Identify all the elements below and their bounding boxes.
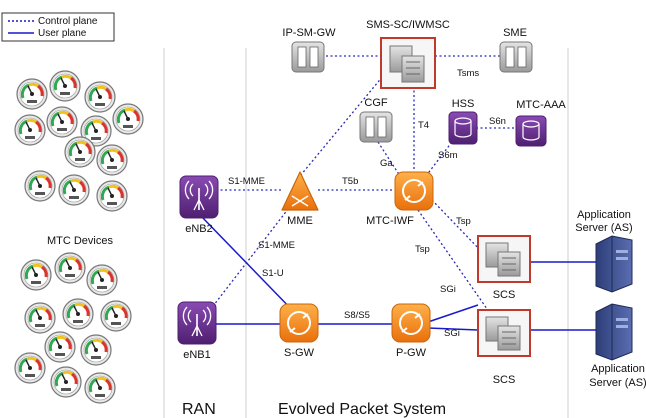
scs2-node[interactable] (477, 309, 531, 357)
mtcaaa-label: MTC-AAA (516, 99, 566, 111)
iface-s6n: S6n (489, 116, 506, 127)
iface-tsp-lower: Tsp (415, 244, 430, 255)
link-smssc-mme (299, 69, 389, 177)
section-ran: RAN (182, 401, 216, 418)
as1-label-line1: Application (577, 209, 631, 221)
iface-s1mme-bottom: S1-MME (258, 240, 295, 251)
section-eps: Evolved Packet System (278, 401, 446, 418)
smssc-label: SMS-SC/IWMSC (366, 19, 450, 31)
sgw-node[interactable] (279, 303, 319, 343)
mtciwf-label: MTC-IWF (366, 215, 414, 227)
ipsmgw-label: IP-SM-GW (282, 27, 336, 39)
mme-label: MME (287, 215, 313, 227)
legend-user-label: User plane (38, 28, 87, 39)
application-server-2[interactable] (595, 303, 633, 361)
hss-node[interactable] (448, 111, 478, 145)
application-server-1[interactable] (595, 235, 633, 293)
legend-box (1, 12, 115, 42)
link-mtciwf-scs1 (431, 199, 483, 253)
as1-label-line2: Server (AS) (575, 222, 632, 234)
legend-control-label: Control plane (38, 16, 98, 27)
iface-t4: T4 (418, 120, 429, 131)
mtc-devices-label: MTC Devices (47, 235, 114, 247)
pgw-node[interactable] (391, 303, 431, 343)
hss-label: HSS (452, 98, 475, 110)
as2-label-line2: Server (AS) (589, 377, 646, 389)
iface-s1mme-top: S1-MME (228, 176, 265, 187)
mtcaaa-node[interactable] (515, 115, 547, 147)
link-pgw-scs2 (427, 327, 479, 331)
link-pgw-scs1 (427, 304, 479, 323)
iface-sgi-upper: SGi (440, 284, 456, 295)
sme-label: SME (503, 27, 527, 39)
as2-label-line1: Application (591, 363, 645, 375)
mtc-devices-group-bottom (13, 251, 133, 405)
link-mtciwf-scs2 (417, 209, 493, 317)
link-enb2-sgw (199, 214, 299, 317)
ipsmgw-node[interactable] (291, 41, 325, 73)
cgf-label: CGF (364, 97, 388, 109)
sme-node[interactable] (499, 41, 533, 73)
iface-s1u: S1-U (262, 268, 284, 279)
scs1-label: SCS (493, 289, 516, 301)
link-enb1-mme (209, 203, 293, 311)
mtciwf-node[interactable] (394, 171, 434, 211)
sgw-label: S-GW (284, 347, 315, 359)
scs1-node[interactable] (477, 235, 531, 283)
scs2-label: SCS (493, 374, 516, 386)
mme-node[interactable] (281, 171, 319, 211)
user-plane-links (199, 214, 596, 331)
iface-s6m: S6m (438, 150, 458, 161)
pgw-label: P-GW (396, 347, 427, 359)
enb2-label: eNB2 (185, 223, 213, 235)
legend: Control plane User plane (1, 12, 115, 42)
iface-ga: Ga (380, 158, 393, 169)
control-plane-links (209, 55, 516, 317)
iface-t5b: T5b (342, 176, 358, 187)
enb2-node[interactable] (179, 175, 219, 219)
iface-tsms: Tsms (457, 68, 479, 79)
smssc-node[interactable] (380, 37, 436, 89)
iface-sgi-lower: SGi (444, 328, 460, 339)
cgf-node[interactable] (359, 111, 393, 143)
iface-tsp-upper: Tsp (456, 216, 471, 227)
iface-s8s5: S8/S5 (344, 310, 370, 321)
enb1-node[interactable] (177, 301, 217, 345)
mtc-devices-group-top (13, 69, 145, 213)
enb1-label: eNB1 (183, 349, 211, 361)
